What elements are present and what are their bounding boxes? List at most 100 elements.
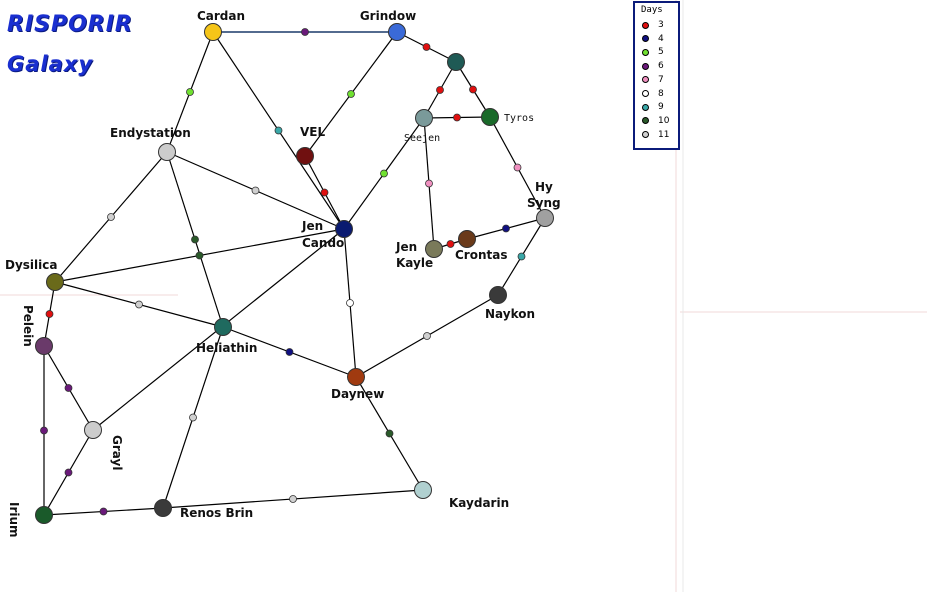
legend-row-11: 11 [642,129,669,141]
route-days-marker[interactable] [347,90,355,98]
system-crontas[interactable] [458,230,476,248]
route-days-marker[interactable] [422,43,431,51]
route-days-marker[interactable] [469,85,477,94]
system-grayl[interactable] [84,421,102,439]
system-heliathin[interactable] [214,318,232,336]
legend: Days 3 4 5 6 7 8 9 10 11 [633,1,680,150]
route-days-marker[interactable] [135,300,143,309]
system-label-jencando: Cando [302,236,344,250]
system-label-jencando: Jen [301,219,323,233]
system-label-vel: VEL [300,125,325,139]
legend-days-label: 3 [658,20,664,30]
legend-days-label: 8 [658,88,664,99]
system-renosbrin[interactable] [154,499,172,517]
route-days-marker[interactable] [285,348,294,356]
route-days-marker[interactable] [40,426,48,435]
system-jencando[interactable] [335,220,353,238]
legend-swatch [642,21,649,29]
system-label-tyros: Tyros [504,113,534,124]
route-days-marker[interactable] [107,213,115,221]
legend-swatch [642,117,649,125]
route-days-marker[interactable] [64,468,73,477]
system-grindow[interactable] [388,23,406,41]
route-days-marker[interactable] [502,224,510,233]
route-days-marker[interactable] [385,429,394,438]
system-seejen[interactable] [415,109,433,127]
system-pelein[interactable] [35,337,53,355]
route-days-marker[interactable] [251,186,260,195]
route-days-marker[interactable] [195,251,204,260]
legend-row-9: 9 [642,101,664,113]
route-days-marker[interactable] [517,252,526,261]
route-days-marker[interactable] [423,332,431,340]
system-label-pelein: Pelein [21,305,35,347]
systems-layer [35,23,554,524]
system-dysilica[interactable] [46,273,64,291]
system-cardan[interactable] [204,23,222,41]
system-label-grindow: Grindow [360,9,416,23]
legend-days-label: 11 [658,129,670,140]
legend-row-5: 5 [642,46,664,58]
system-daynew[interactable] [347,368,365,386]
system-label-cardan: Cardan [197,9,245,23]
legend-row-3: 3 [642,19,664,31]
system-label-kaydarin: Kaydarin [449,496,509,510]
route-days-marker[interactable] [189,413,197,422]
system-label-endystation: Endystation [110,126,191,140]
route-days-marker[interactable] [436,86,444,94]
route-days-marker[interactable] [301,28,309,36]
system-irium[interactable] [35,506,53,524]
system-tyros[interactable] [481,108,499,126]
route-days-marker[interactable] [446,240,455,248]
system-label-dysilica: Dysilica [5,258,57,272]
legend-row-8: 8 [642,88,664,100]
system-label-grayl: Grayl [110,435,124,470]
legend-title: Days [641,5,663,15]
legend-row-4: 4 [642,33,664,45]
system-label-renosbrin: Renos Brin [180,506,253,520]
route-days-marker[interactable] [191,235,199,244]
system-label-irium: Irium [7,502,21,538]
system-tealnode[interactable] [447,53,465,71]
legend-days-label: 10 [658,115,670,126]
route-days-marker[interactable] [45,310,54,318]
legend-swatch [642,76,649,84]
system-label-hysyng: Syng [527,196,561,210]
route-day-markers [40,28,526,516]
route-days-marker[interactable] [64,384,73,392]
legend-row-6: 6 [642,60,664,72]
route-days-marker[interactable] [346,299,354,307]
system-label-jenkayle: Jen [395,240,417,254]
system-kaydarin[interactable] [414,481,432,499]
system-endystation[interactable] [158,143,176,161]
route-days-marker[interactable] [380,169,388,178]
route-days-marker[interactable] [513,163,522,172]
route-days-marker[interactable] [186,88,194,96]
system-vel[interactable] [296,147,314,165]
system-label-hysyng: Hy [535,180,553,194]
route-days-marker[interactable] [289,495,297,503]
route-days-marker[interactable] [425,179,433,188]
system-label-naykon: Naykon [485,307,535,321]
system-hysyng[interactable] [536,209,554,227]
legend-swatch [642,62,649,70]
system-label-seejen: Seejen [404,133,440,144]
system-jenkayle[interactable] [425,240,443,258]
legend-swatch [642,90,649,97]
map-title-line1: RISPORIR [7,12,133,37]
legend-swatch [642,131,649,139]
route-days-marker[interactable] [320,188,329,197]
legend-row-10: 10 [642,115,669,127]
system-label-jenkayle: Kayle [396,256,433,270]
route-days-marker[interactable] [453,113,461,122]
legend-days-label: 5 [658,47,664,58]
map-title-line2: Galaxy [7,52,94,76]
system-naykon[interactable] [489,286,507,304]
legend-swatch [642,48,649,56]
legend-row-7: 7 [642,74,664,86]
system-label-daynew: Daynew [331,387,384,401]
route-days-marker[interactable] [99,507,108,516]
route-days-marker[interactable] [274,126,283,135]
